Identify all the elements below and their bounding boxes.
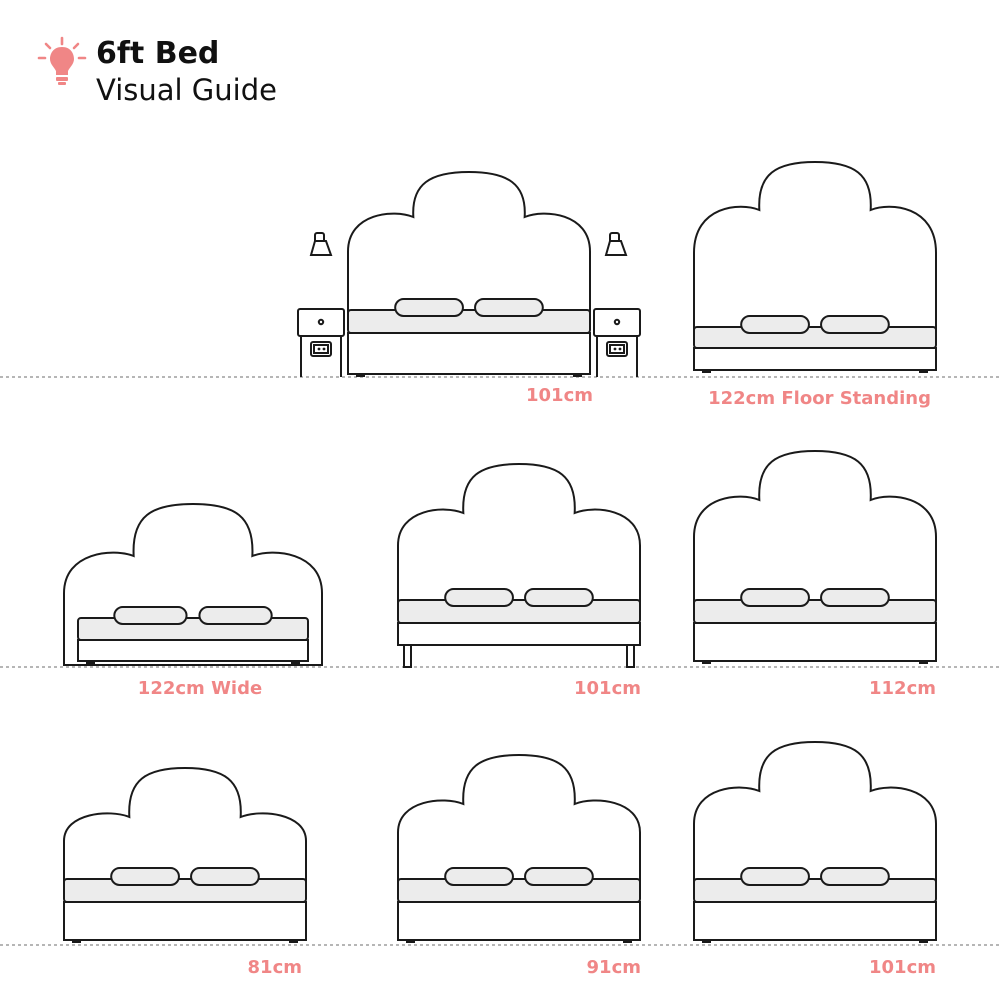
right-power-socket [606, 341, 628, 357]
mattress [347, 309, 591, 334]
left-power-socket [310, 341, 332, 357]
bed-diagram: 101cm [347, 170, 593, 406]
bed-base [347, 332, 591, 375]
headboard [397, 462, 641, 609]
pillow [394, 298, 464, 317]
pillow [444, 588, 514, 607]
headboard [693, 740, 937, 888]
pillow [524, 588, 594, 607]
bed-height-label: 81cm [248, 957, 302, 978]
bed-height-label: 101cm [526, 385, 593, 406]
headboard [397, 753, 641, 888]
bed-base [397, 622, 641, 646]
bed-leg [626, 644, 635, 668]
pillow [820, 588, 890, 607]
bed-height-label: 122cm Wide [138, 678, 262, 699]
bed-diagram: 122cm Floor Standing [693, 160, 937, 409]
mattress [77, 617, 309, 641]
bed-height-label: 101cm [574, 678, 641, 699]
bed-foot [291, 661, 300, 664]
headboard [347, 170, 591, 319]
pillow [198, 606, 273, 625]
mattress [693, 326, 937, 349]
bed-foot [86, 661, 95, 664]
bed-height-label: 91cm [587, 957, 641, 978]
bed-height-label: 112cm [869, 678, 936, 699]
bed-diagram: 81cm [63, 766, 307, 978]
mattress [693, 878, 937, 903]
bed-base [77, 639, 309, 662]
left-nightstand [297, 308, 345, 377]
bed-diagram: 91cm [397, 753, 641, 978]
pillow [474, 298, 544, 317]
bed-foot [702, 940, 711, 943]
bed-height-label: 101cm [869, 957, 936, 978]
pillow [190, 867, 260, 886]
bed-leg [403, 644, 412, 668]
headboard [693, 160, 937, 336]
bed-foot [356, 374, 365, 377]
bed-diagram: 101cm [397, 462, 641, 699]
pillow [113, 606, 188, 625]
bed-foot [919, 661, 928, 664]
pillow [820, 867, 890, 886]
mattress [397, 878, 641, 903]
bed-base [693, 901, 937, 941]
pillow [444, 867, 514, 886]
right-wall-lamp [604, 232, 628, 256]
pillow [524, 867, 594, 886]
pillow [110, 867, 180, 886]
mattress [63, 878, 307, 903]
bed-diagram: 112cm [693, 449, 937, 699]
bed-foot [702, 370, 711, 373]
headboard [63, 766, 307, 888]
bed-height-label: 122cm Floor Standing [708, 388, 931, 409]
bed-base [693, 622, 937, 662]
left-wall-lamp [309, 232, 333, 256]
bed-foot [919, 370, 928, 373]
bed-foot [289, 940, 298, 943]
bed-base [397, 901, 641, 941]
bed-foot [623, 940, 632, 943]
pillow [740, 315, 810, 334]
pillow [820, 315, 890, 334]
bed-foot [406, 940, 415, 943]
bed-foot [919, 940, 928, 943]
bed-foot [702, 661, 711, 664]
bed-diagram: 122cm Wide [63, 502, 323, 699]
bed-foot [573, 374, 582, 377]
pillow [740, 867, 810, 886]
bed-base [693, 347, 937, 371]
mattress [693, 599, 937, 624]
bed-foot [72, 940, 81, 943]
lightbulb-icon [37, 36, 87, 85]
right-nightstand [593, 308, 641, 377]
page-title: 6ft Bed [96, 36, 220, 71]
headboard [693, 449, 937, 609]
page-subtitle: Visual Guide [96, 73, 277, 107]
pillow [740, 588, 810, 607]
mattress [397, 599, 641, 624]
bed-diagram: 101cm [693, 740, 937, 978]
bed-base [63, 901, 307, 941]
